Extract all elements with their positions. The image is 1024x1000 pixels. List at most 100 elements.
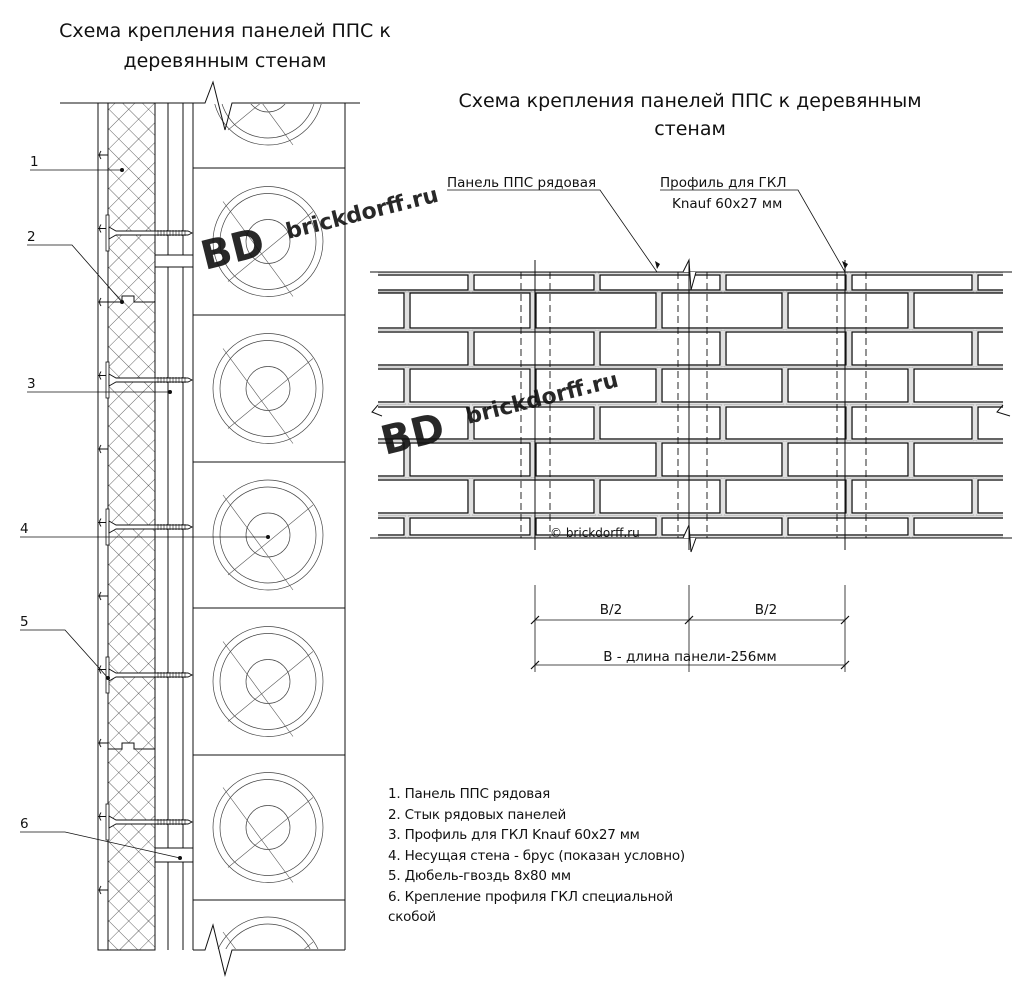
brick xyxy=(473,406,595,440)
wood-grain xyxy=(222,931,314,949)
callout-leader-6 xyxy=(20,831,181,859)
brick xyxy=(787,442,909,477)
dowel-nail xyxy=(108,520,194,534)
brick xyxy=(913,442,1003,477)
callout-6: 6 xyxy=(20,816,29,832)
brick xyxy=(977,479,1003,514)
brick xyxy=(599,274,721,291)
facing-joint xyxy=(98,297,108,307)
wood-grain xyxy=(222,787,314,883)
mortar-outline xyxy=(533,366,659,405)
legend-item-1: 1. Панель ППС рядовая xyxy=(388,786,551,802)
left-break-mark xyxy=(371,404,383,417)
bottom-break-line xyxy=(193,923,345,977)
callout-1: 1 xyxy=(30,154,39,170)
watermark-logo: BD xyxy=(196,220,269,280)
brick xyxy=(977,274,1003,291)
facing-joint xyxy=(98,150,108,160)
dim-total: B - длина панели-256мм xyxy=(603,649,776,665)
mortar-outline xyxy=(471,477,597,516)
legend: 1. Панель ППС рядовая 2. Стык рядовых па… xyxy=(388,784,685,928)
mortar-outline xyxy=(407,366,533,405)
brick xyxy=(851,406,973,440)
brick-elevation-view xyxy=(370,189,1012,553)
growth-ring xyxy=(212,479,324,591)
brick xyxy=(409,442,531,477)
mortar-outline xyxy=(378,477,471,516)
brick xyxy=(378,442,405,477)
mortar-outline xyxy=(597,477,723,516)
brick xyxy=(378,479,469,514)
callout-5: 5 xyxy=(20,614,29,630)
mortar-outline xyxy=(723,477,849,516)
brick xyxy=(535,517,657,536)
legend-item-6: 6. Крепление профиля ГКЛ специальной xyxy=(388,888,673,905)
wall-section-view xyxy=(20,80,360,977)
watermark-copyright: © brickdorff.ru xyxy=(550,526,640,540)
brick xyxy=(378,406,469,440)
brick xyxy=(787,517,909,536)
mortar-outline xyxy=(849,477,975,516)
top-break-mark xyxy=(682,258,697,291)
mortar-outline xyxy=(378,366,407,405)
growth-ring xyxy=(212,186,324,297)
brick xyxy=(473,479,595,514)
legend-item-2: 2. Стык рядовых панелей xyxy=(388,806,567,823)
growth-ring xyxy=(212,333,324,444)
leader-label-profile: Профиль для ГКЛ xyxy=(660,175,787,191)
growth-ring xyxy=(219,779,317,876)
leader-label-panel: Панель ППС рядовая xyxy=(447,175,596,191)
callout-2: 2 xyxy=(27,229,36,245)
wood-grain xyxy=(222,641,314,737)
facing-joint xyxy=(98,591,108,601)
left-title-line2: деревянным стенам xyxy=(123,50,326,72)
brick xyxy=(409,368,531,403)
brick xyxy=(851,274,973,291)
panel-joint xyxy=(108,742,155,750)
watermark-site: brickdorff.ru xyxy=(283,183,441,245)
brick-courses xyxy=(378,272,1003,538)
growth-ring xyxy=(212,772,324,883)
brick xyxy=(851,331,973,366)
brick xyxy=(725,274,847,291)
growth-ring xyxy=(212,626,324,737)
wood-grain xyxy=(222,348,314,444)
wood-grain xyxy=(227,104,294,146)
callout-leader-5 xyxy=(20,629,109,679)
brick xyxy=(378,274,469,291)
legend-item-6-cont: скобой xyxy=(388,909,436,925)
mortar-outline xyxy=(975,404,1003,442)
brick xyxy=(977,331,1003,366)
callout-dot-4 xyxy=(266,535,270,539)
dim-tick xyxy=(530,660,540,670)
brick xyxy=(661,442,783,477)
dowel-nail xyxy=(108,373,194,387)
brick xyxy=(473,274,595,291)
facing-joint xyxy=(98,444,108,454)
brick xyxy=(409,517,531,536)
callout-4: 4 xyxy=(20,521,29,537)
mortar-outline xyxy=(378,440,407,479)
brick xyxy=(913,517,1003,536)
brick xyxy=(378,292,405,329)
timber-block xyxy=(214,104,322,146)
growth-ring xyxy=(250,104,286,113)
timber-block xyxy=(217,916,319,949)
panel-joint xyxy=(108,295,155,303)
dim-half-left: B/2 xyxy=(600,602,622,618)
growth-ring xyxy=(219,193,317,290)
growth-ring xyxy=(245,512,291,558)
legend-item-5: 5. Дюбель-гвоздь 8x80 мм xyxy=(388,868,571,884)
brick xyxy=(661,368,783,403)
brick xyxy=(599,331,721,366)
timber-block xyxy=(212,772,324,883)
wood-grain xyxy=(222,494,314,591)
right-break-mark xyxy=(996,404,1011,417)
mortar-outline xyxy=(911,366,1003,405)
leader-label-profile-size: Knauf 60x27 мм xyxy=(672,196,782,212)
callout-dot-5 xyxy=(106,676,110,680)
mortar-outline xyxy=(659,515,785,538)
left-title-line1: Схема крепления панелей ППС к xyxy=(59,20,391,42)
growth-ring xyxy=(221,104,315,139)
growth-ring xyxy=(225,923,311,949)
